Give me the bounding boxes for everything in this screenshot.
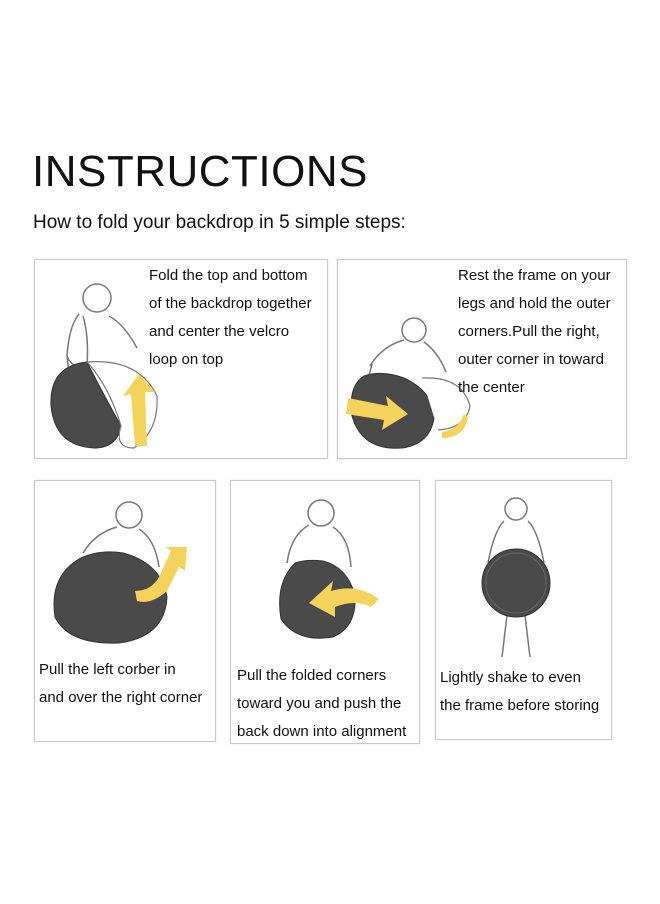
step-1-illustration — [50, 283, 158, 449]
step-5-panel: Lightly shake to even the frame before s… — [435, 480, 612, 740]
step-3-line-1: Pull the left corber in — [39, 661, 176, 678]
step-4-panel: Pull the folded corners toward you and p… — [230, 480, 420, 744]
step-3-illustration — [53, 501, 187, 644]
step-3-panel: Pull the left corber in and over the rig… — [34, 480, 216, 742]
step-2-panel: Rest the frame on your legs and hold the… — [337, 259, 627, 459]
step-4-illustration — [279, 499, 379, 639]
step-2-line-5: the center — [458, 379, 525, 396]
step-2-line-1: Rest the frame on your — [458, 267, 611, 284]
step-1-line-3: and center the velcro — [149, 323, 290, 340]
step-1-line-1: Fold the top and bottom — [149, 267, 308, 284]
step-1-line-4: loop on top — [149, 351, 224, 368]
step-5-illustration — [481, 497, 551, 658]
step-2-line-4: outer corner in toward — [458, 351, 604, 368]
step-2-illustration — [346, 317, 471, 449]
step-1-panel: Fold the top and bottom of the backdrop … — [34, 259, 328, 459]
step-5-line-2: the frame before storing — [440, 697, 600, 714]
page-title: INSTRUCTIONS — [32, 147, 368, 196]
step-1-line-2: of the backdrop together — [149, 295, 312, 312]
step-5-line-1: Lightly shake to even — [440, 669, 581, 686]
step-4-line-2: toward you and push the — [237, 695, 402, 712]
step-4-line-1: Pull the folded corners — [237, 667, 387, 684]
step-4-line-3: back down into alignment — [237, 723, 407, 740]
page-subtitle: How to fold your backdrop in 5 simple st… — [33, 212, 406, 233]
step-2-line-3: corners.Pull the right, — [458, 323, 600, 340]
step-2-line-2: legs and hold the outer — [458, 295, 611, 312]
step-3-line-2: and over the right corner — [39, 689, 203, 706]
